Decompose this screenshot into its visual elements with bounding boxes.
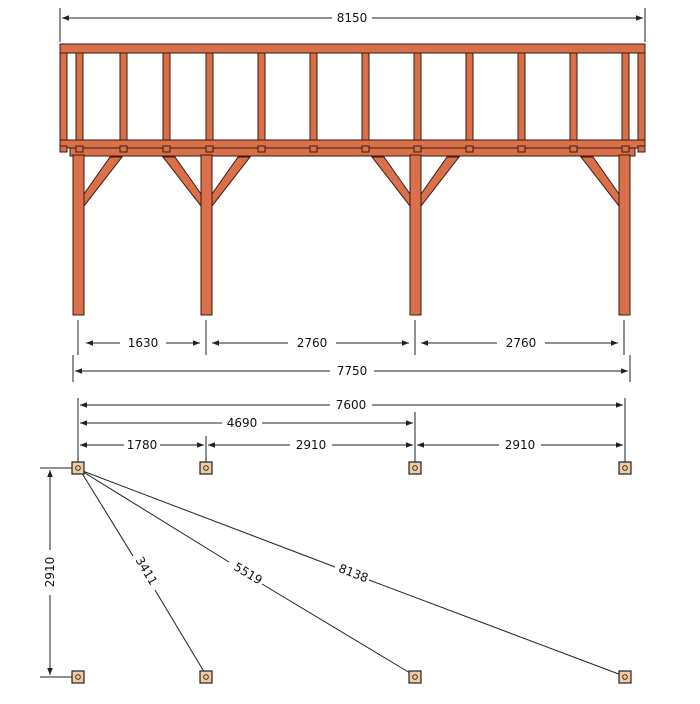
dimension-label-7600: 7600 [336,398,367,412]
square-footing-icon [618,461,632,475]
baluster [75,52,84,141]
beam-block [637,145,646,153]
beam-block [205,145,214,153]
dimension-label-2910-b: 2910 [505,438,536,452]
beam-block [621,145,630,153]
square-footing-icon [618,670,632,684]
top-rail [59,43,646,54]
dimension-label-8138: 8138 [337,561,371,585]
dimension-overall-top: 8150 [59,8,646,42]
beam-block [517,145,526,153]
railing-frame [59,43,646,157]
dimension-bays-elevation: 1630 2760 2760 [77,320,625,355]
dimension-label-8150: 8150 [337,11,368,25]
square-footing-icon [71,461,85,475]
baluster [413,52,422,141]
beam-block [569,145,578,153]
beam-block [413,145,422,153]
brace-post-2-left [161,156,202,208]
plan-dimension-depth: 2910 [40,467,72,678]
dimension-label-2910-a: 2910 [296,438,327,452]
plan-dimension-to-third-post: 4690 [80,412,416,462]
baluster [517,52,526,141]
beam-block [59,145,68,153]
dimension-label-2760-a: 2760 [297,336,328,350]
baluster [162,52,171,141]
baluster [119,52,128,141]
foundation-footings [71,461,632,684]
post-4 [618,154,631,316]
baluster [257,52,266,141]
baluster [309,52,318,141]
plan-dimension-bays: 1780 2910 2910 [80,436,623,462]
brace-post-3-left [370,156,411,208]
baluster [465,52,474,141]
brace-post-4-left [579,156,620,208]
baluster [361,52,370,141]
beam-block [309,145,318,153]
dimension-label-2910-depth: 2910 [43,557,57,588]
plan-dimension-overall: 7600 [77,398,626,462]
square-footing-icon [199,461,213,475]
square-footing-icon [408,461,422,475]
lower-beam [59,139,646,149]
brace-post-1-right [83,156,124,208]
posts [72,154,631,316]
baluster [59,52,68,141]
balusters [59,52,646,153]
beam-block [465,145,474,153]
dimension-label-4690: 4690 [227,416,258,430]
beam-block [361,145,370,153]
dimension-label-7750: 7750 [337,364,368,378]
baluster [637,52,646,141]
post-1 [72,154,85,316]
brace-post-3-right [420,156,461,208]
dimension-label-5519: 5519 [231,560,264,588]
ground-beam [69,147,636,157]
post-2 [200,154,213,316]
brace-post-2-right [211,156,252,208]
beam-block [119,145,128,153]
dimension-label-2760-b: 2760 [506,336,537,350]
dimension-label-1630: 1630 [128,336,159,350]
post-3 [409,154,422,316]
baluster [569,52,578,141]
beam-block [75,145,84,153]
dimension-label-1780: 1780 [127,438,158,452]
beam-block [162,145,171,153]
plan-diagonals: 3411 5519 8138 [79,469,625,677]
beam-block [257,145,266,153]
baluster [205,52,214,141]
dimension-overall-bottom: 7750 [72,355,631,382]
baluster [621,52,630,141]
dimension-label-3411: 3411 [133,554,161,587]
square-footing-icon [71,670,85,684]
square-footing-icon [408,670,422,684]
square-footing-icon [199,670,213,684]
knee-braces [83,156,620,208]
